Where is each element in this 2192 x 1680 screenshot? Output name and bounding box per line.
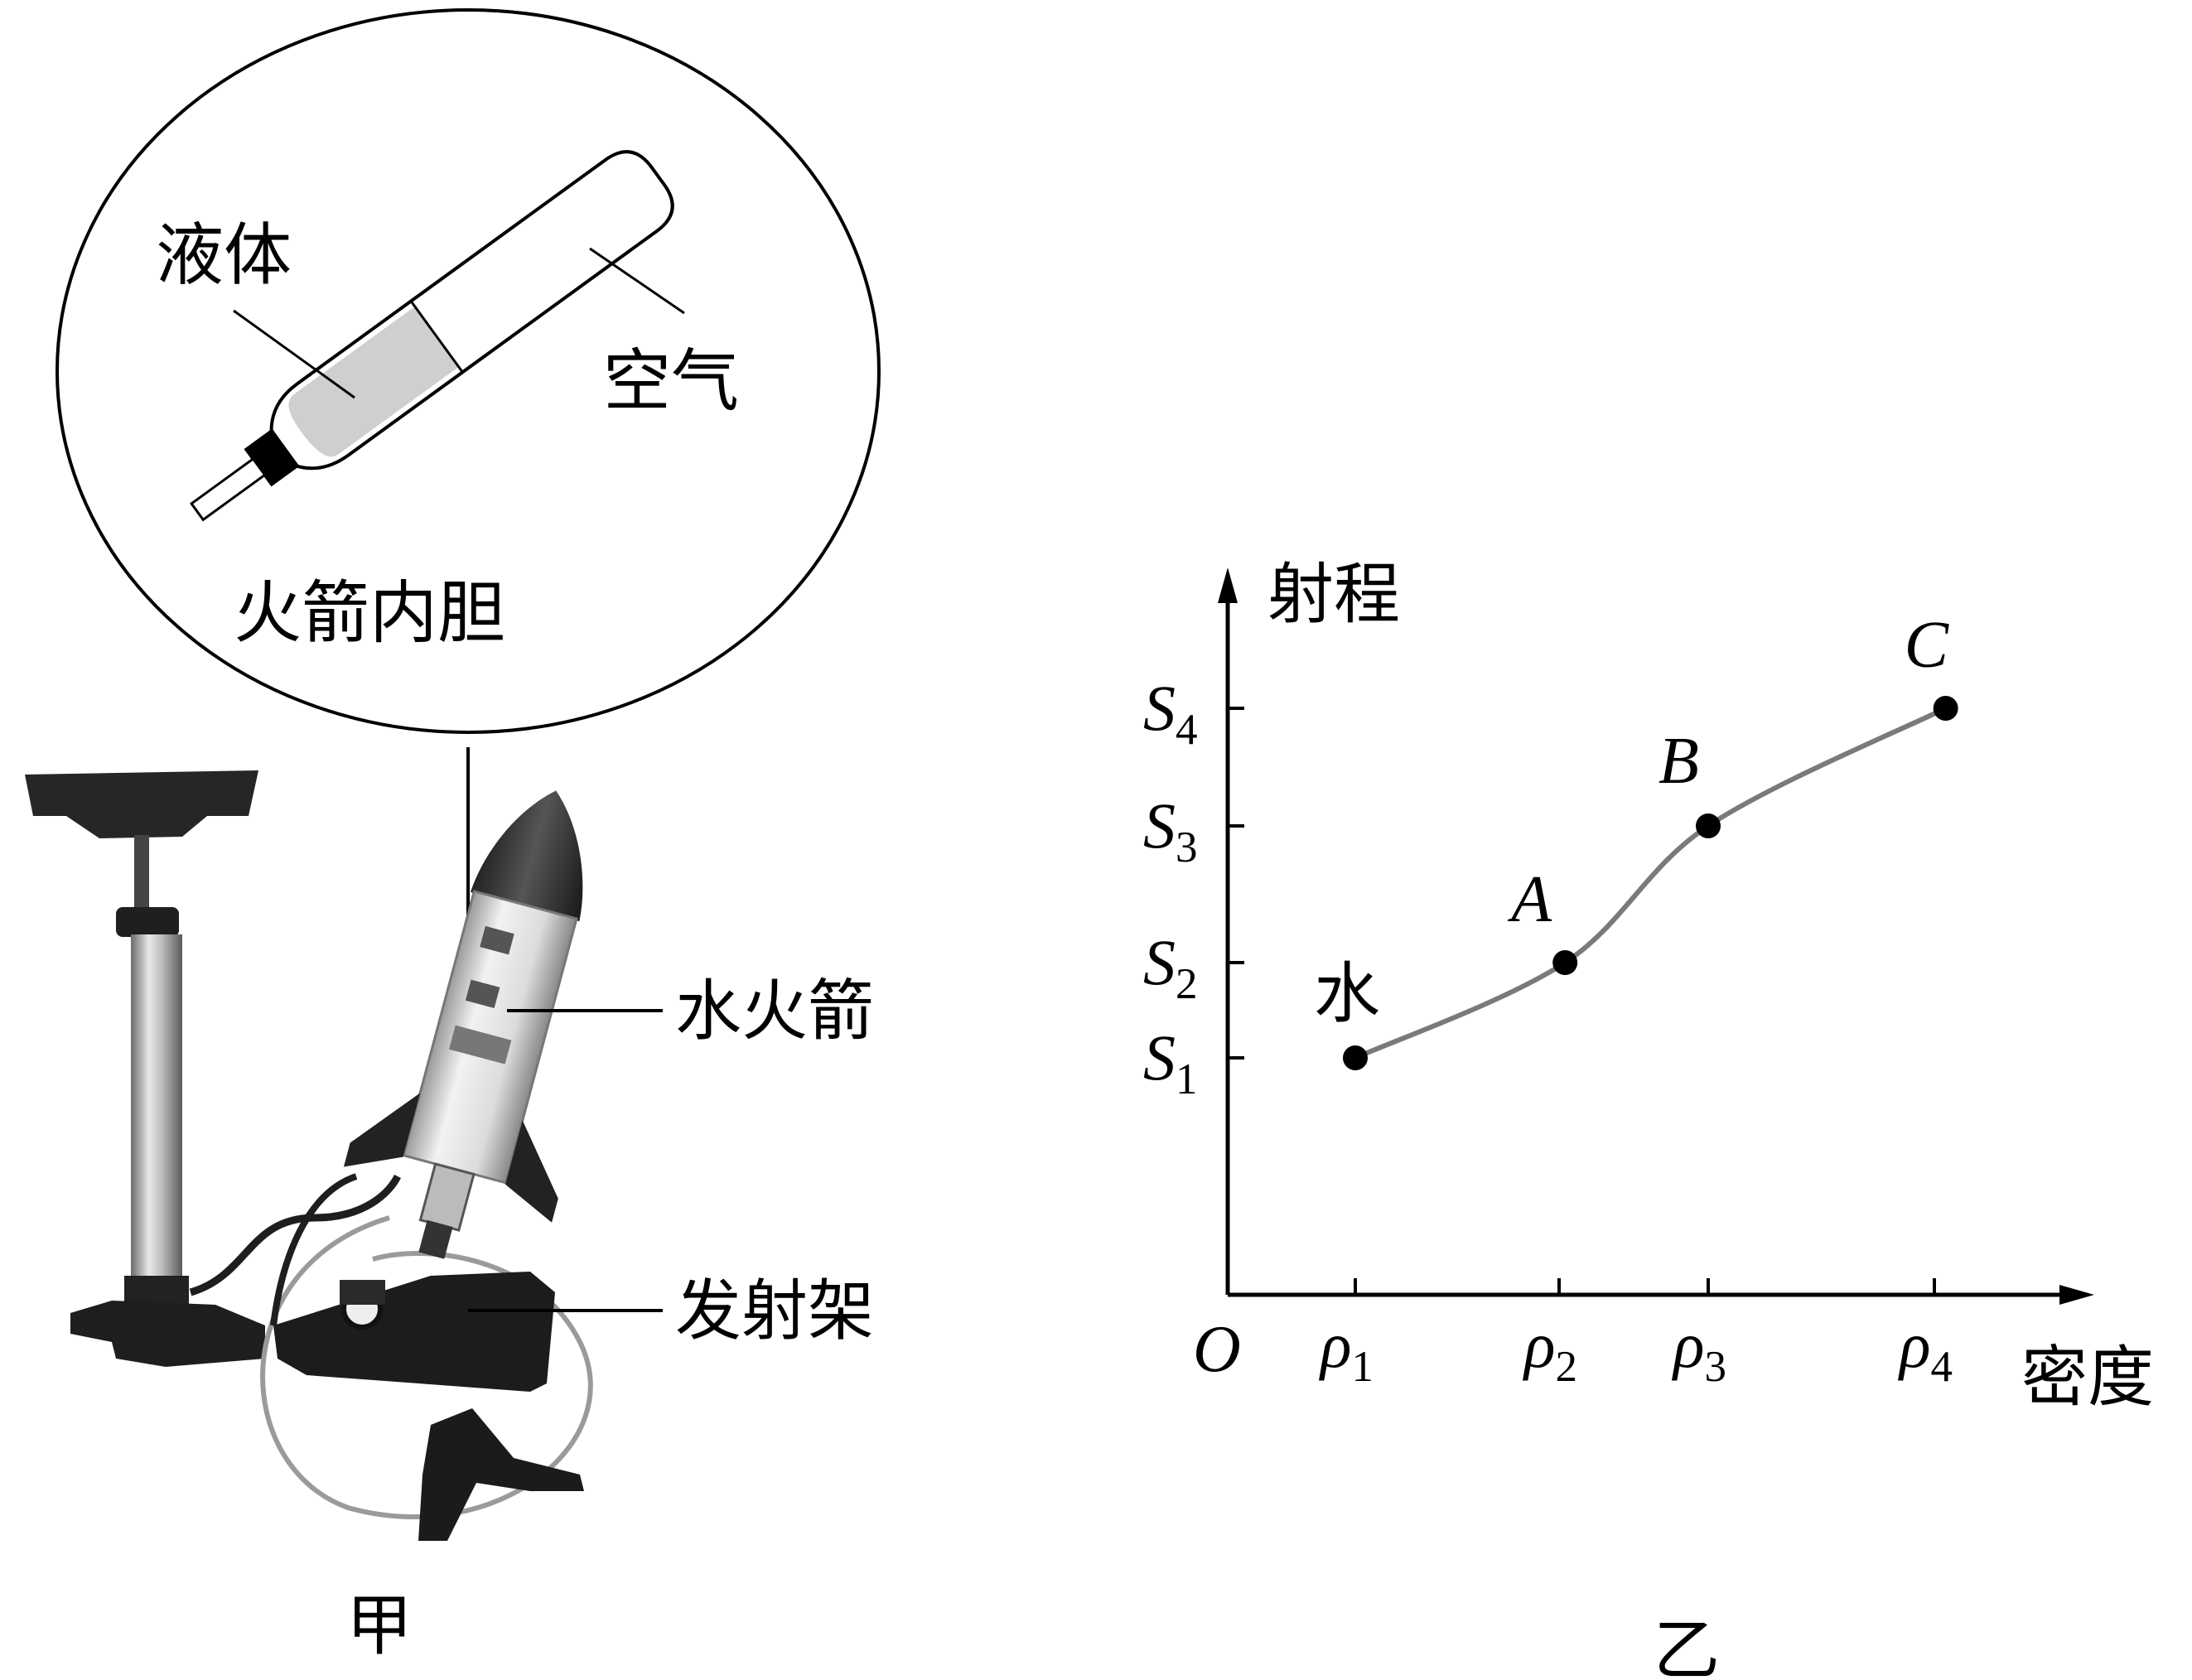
liquid-leader — [233, 309, 355, 399]
rocket-neck — [418, 1162, 476, 1232]
air-hose-2 — [270, 1173, 358, 1326]
caption-jia: 甲 — [346, 1587, 413, 1664]
x-tick-label: ρ2 — [1523, 1309, 1577, 1391]
x-tick-label: ρ1 — [1319, 1309, 1374, 1391]
air-hose — [189, 1174, 402, 1296]
hand-pump — [25, 770, 265, 1367]
rocket-decal — [448, 1025, 512, 1064]
lever-body — [418, 1408, 584, 1541]
origin-label: O — [1193, 1313, 1241, 1386]
liquid-fill — [288, 307, 459, 457]
air-leader — [589, 247, 685, 315]
figure-jia: 液体 空气 火箭内胆 — [25, 8, 881, 1664]
liner-bottle — [190, 150, 674, 522]
point-label: A — [1507, 863, 1552, 936]
data-point — [1933, 696, 1958, 721]
y-tick-label: S3 — [1143, 789, 1198, 871]
pump-handle — [25, 770, 258, 838]
x-tick-label: ρ3 — [1672, 1309, 1726, 1391]
rocket-nozzle — [418, 1219, 453, 1259]
rocket-flag-2 — [465, 979, 500, 1009]
data-point — [1552, 950, 1578, 975]
inset-circle — [56, 8, 881, 734]
trigger-lever — [418, 1408, 584, 1541]
launcher-label: 发射架 — [675, 1272, 874, 1349]
y-tick-label: S2 — [1143, 926, 1198, 1008]
pad-clamp — [340, 1280, 385, 1305]
pump-foot — [70, 1301, 265, 1367]
rocket-flag-1 — [480, 925, 514, 955]
liquid-label: 液体 — [156, 216, 292, 295]
x-tick-label: ρ4 — [1898, 1309, 1953, 1391]
bottle-outline — [269, 150, 674, 471]
nozzle-cap — [244, 428, 300, 487]
y-tick-label: S1 — [1143, 1021, 1198, 1103]
liquid-surface — [409, 300, 464, 374]
rocket-fins — [343, 1093, 558, 1223]
point-label: C — [1905, 609, 1950, 682]
pump-collar — [116, 907, 179, 937]
rocket-label: 水火箭 — [675, 973, 874, 1050]
water-rocket — [343, 790, 583, 1259]
x-ticks: ρ1 ρ2 ρ3 ρ4 — [1319, 1278, 1953, 1391]
pump-shaft — [134, 835, 149, 910]
data-points: 水 A B C — [1314, 609, 1958, 1070]
data-point — [1343, 1045, 1368, 1070]
inset-title: 火箭内胆 — [234, 574, 505, 653]
axes — [1218, 567, 2094, 1305]
nozzle-tube — [190, 456, 267, 522]
y-tick-label: S4 — [1143, 672, 1198, 754]
x-axis-label: 密度 — [2021, 1339, 2154, 1416]
pump-barrel — [131, 934, 182, 1282]
inset-rocket-liner: 液体 空气 火箭内胆 — [56, 8, 881, 734]
pad-plate — [273, 1272, 555, 1392]
caption-yi: 乙 — [1654, 1612, 1720, 1680]
point-label: B — [1658, 725, 1699, 798]
data-point — [1696, 813, 1721, 838]
y-axis-label: 射程 — [1267, 556, 1400, 633]
x-axis-arrow — [2059, 1285, 2094, 1305]
launch-pad — [273, 1272, 555, 1392]
y-ticks: S1 S2 S3 S4 — [1143, 672, 1244, 1103]
point-label: 水 — [1314, 955, 1380, 1032]
range-density-curve — [1354, 706, 1947, 1060]
y-axis-arrow — [1218, 567, 1238, 603]
air-label: 空气 — [603, 342, 739, 421]
figure-yi: 射程 密度 O S1 S2 S3 S4 ρ1 ρ2 ρ3 ρ4 水 A B C 乙 — [1143, 556, 2154, 1680]
rocket-nose — [470, 790, 583, 922]
